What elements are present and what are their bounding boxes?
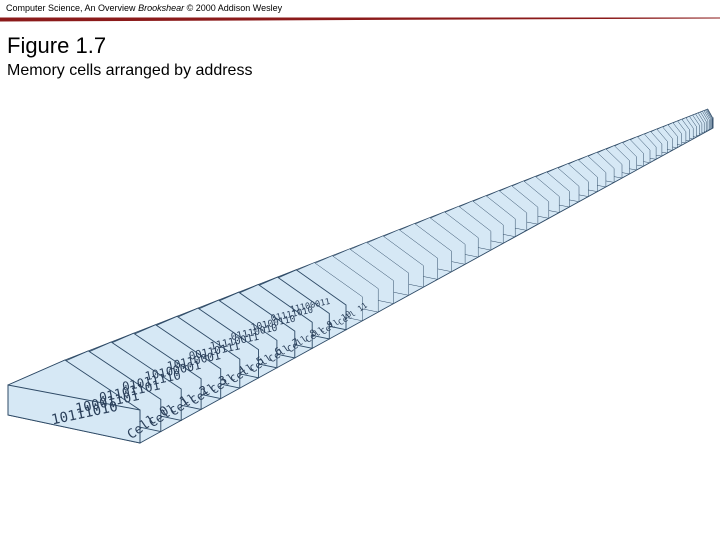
figure-caption: Memory cells arranged by address: [7, 62, 253, 79]
header-text: Computer Science, An Overview Brookshear…: [6, 3, 282, 13]
header-rule: [0, 17, 720, 22]
strip-end-face: [7, 384, 141, 444]
figure-title: Figure 1.7: [7, 33, 107, 58]
header-suffix: © 2000 Addison Wesley: [184, 3, 283, 13]
header-book-title: Brookshear: [138, 3, 185, 13]
header-prefix: Computer Science, An Overview: [6, 3, 139, 13]
